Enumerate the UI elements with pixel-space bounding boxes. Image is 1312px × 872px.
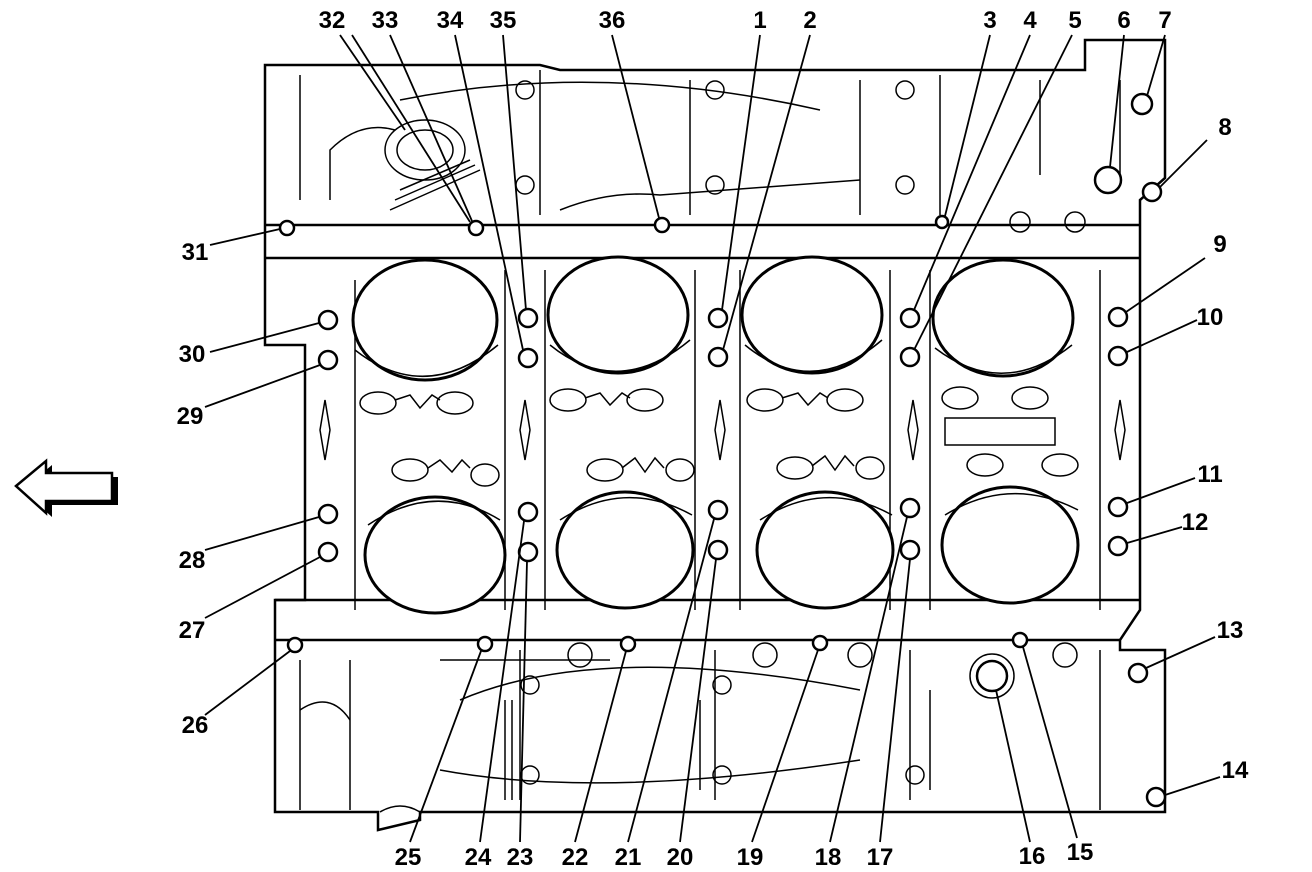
- bolt-7-hole: [1130, 92, 1154, 116]
- callout-7: 7: [1158, 7, 1171, 34]
- bolt-34-hole: [517, 347, 539, 369]
- callout-6: 6: [1117, 7, 1130, 34]
- callout-29: 29: [177, 403, 204, 430]
- bolt-1-hole: [707, 307, 729, 329]
- callout-23: 23: [507, 844, 534, 871]
- bolt-8-hole: [1141, 181, 1163, 203]
- callout-12: 12: [1182, 509, 1209, 536]
- callout-16: 16: [1019, 843, 1046, 870]
- callout-19: 19: [737, 844, 764, 871]
- callout-31: 31: [182, 239, 209, 266]
- bolt-36-hole: [653, 216, 671, 234]
- bolt-28-hole: [317, 503, 339, 525]
- bolt-9-hole: [1107, 306, 1129, 328]
- callout-32: 32: [319, 7, 346, 34]
- callout-3: 3: [983, 7, 996, 34]
- callout-21: 21: [615, 844, 642, 871]
- bolt-4-hole: [899, 307, 921, 329]
- bolt-19-hole: [811, 634, 829, 652]
- bolt-holes: [278, 92, 1167, 808]
- callout-14: 14: [1222, 757, 1249, 784]
- callout-25: 25: [395, 844, 422, 871]
- bolt-2-hole: [707, 346, 729, 368]
- bolt-25-hole: [476, 635, 494, 653]
- callout-10: 10: [1197, 304, 1224, 331]
- callout-18: 18: [815, 844, 842, 871]
- callout-4: 4: [1023, 7, 1037, 34]
- callout-1: 1: [753, 7, 766, 34]
- bolt-6-hole: [1093, 165, 1123, 195]
- engine-block: [263, 38, 1167, 832]
- callout-20: 20: [667, 844, 694, 871]
- bolt-10-hole: [1107, 345, 1129, 367]
- bolt-27-hole: [317, 541, 339, 563]
- callout-28: 28: [179, 547, 206, 574]
- bolt-31-hole: [278, 219, 296, 237]
- callout-17: 17: [867, 844, 894, 871]
- bolt-35-hole: [517, 307, 539, 329]
- callout-22: 22: [562, 844, 589, 871]
- bolt-12-hole: [1107, 535, 1129, 557]
- bolt-17-hole: [899, 539, 921, 561]
- callout-8: 8: [1218, 114, 1231, 141]
- arrow-left-icon: [14, 458, 118, 517]
- bolt-33-hole: [467, 219, 485, 237]
- bolt-29-hole: [317, 349, 339, 371]
- callout-11: 11: [1197, 461, 1222, 488]
- callout-13: 13: [1217, 617, 1244, 644]
- callout-5: 5: [1068, 7, 1081, 34]
- callout-36: 36: [599, 7, 626, 34]
- bolt-11-hole: [1107, 496, 1129, 518]
- callout-15: 15: [1067, 839, 1094, 866]
- leader-lines: [204, 34, 1221, 843]
- callout-26: 26: [182, 712, 209, 739]
- bolt-26-hole: [286, 636, 304, 654]
- bolt-22-hole: [619, 635, 637, 653]
- bolt-3-hole: [934, 214, 950, 230]
- bolt-15-hole: [1011, 631, 1029, 649]
- bolt-5-hole: [899, 346, 921, 368]
- bolt-23-hole: [517, 541, 539, 563]
- bolt-16-hole: [975, 659, 1009, 693]
- callout-30: 30: [179, 341, 206, 368]
- callout-2: 2: [803, 7, 816, 34]
- callout-35: 35: [490, 7, 517, 34]
- callout-33: 33: [372, 7, 399, 34]
- bolt-24-hole: [517, 501, 539, 523]
- bolt-14-hole: [1145, 786, 1167, 808]
- callout-24: 24: [465, 844, 492, 871]
- callout-labels: 1 2 3 4 5 6 7 8 9 10 11 12 13 14 15 16 1…: [177, 7, 1249, 871]
- bolt-20-hole: [707, 539, 729, 561]
- callout-34: 34: [437, 7, 464, 34]
- bolt-30-hole: [317, 309, 339, 331]
- callout-9: 9: [1213, 231, 1226, 258]
- bolt-21-hole: [707, 499, 729, 521]
- callout-27: 27: [179, 617, 206, 644]
- bolt-18-hole: [899, 497, 921, 519]
- bolt-13-hole: [1127, 662, 1149, 684]
